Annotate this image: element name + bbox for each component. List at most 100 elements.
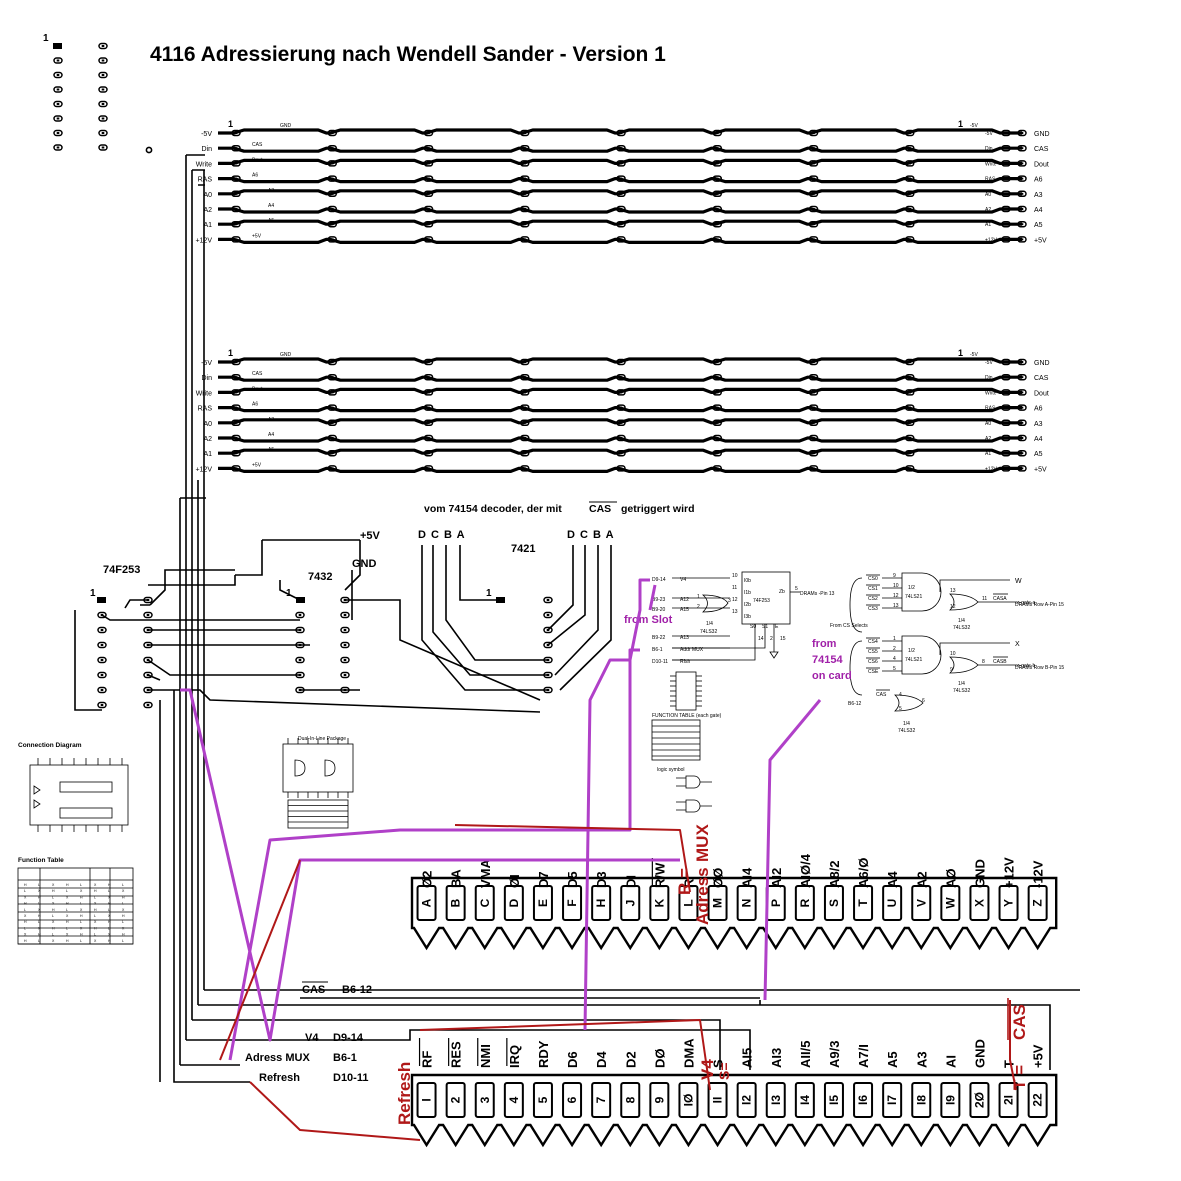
bank-pad xyxy=(1001,220,1011,228)
pad-hole xyxy=(715,132,719,134)
and-gate-bottom-name: 74LS21 xyxy=(905,657,922,663)
or-bot-p1: 5 xyxy=(899,706,902,712)
bank-right-inner-6: A1 xyxy=(985,451,991,457)
chip-wire-12 xyxy=(101,614,300,621)
bank-pad xyxy=(905,190,915,198)
pad-hole xyxy=(908,238,912,241)
bank-pad xyxy=(1001,129,1011,137)
undefined-name: 74LS32 xyxy=(953,688,970,694)
pad-hole xyxy=(812,208,815,210)
bank-pin1: 1 xyxy=(228,119,233,129)
pad-hole xyxy=(234,238,238,241)
dip-package-label: Dual-In-Line Package xyxy=(298,736,346,742)
edgeTop-label-15: A6/Ø xyxy=(856,858,871,888)
edge-connector-bottom: IRF2RES3NMI4IRQ5RDY6D67D48D29DØIØDMAIISI… xyxy=(410,1038,1058,1148)
mux-s0: S0 xyxy=(750,624,756,630)
bank-pad xyxy=(423,205,434,213)
edgeTop-label-17: A2 xyxy=(914,871,929,888)
bank-pad xyxy=(520,373,530,381)
chip-wire-18 xyxy=(345,599,541,701)
bank-pad xyxy=(808,205,819,213)
pad-hole xyxy=(1020,467,1024,470)
edgeTop-pin-15: T xyxy=(856,899,870,907)
edgeBot-pin-18: I9 xyxy=(943,1095,957,1105)
bank-left-label-3: RAS xyxy=(198,177,213,184)
chip-wire-1 xyxy=(432,545,548,676)
annotation-refresh: Refresh xyxy=(395,1062,414,1125)
pad-hole xyxy=(1020,223,1024,226)
edgeTop-label-20: +12V xyxy=(1002,857,1017,888)
f253-pad xyxy=(97,671,107,679)
bank-inner-label-1: CAS xyxy=(252,142,263,148)
socket-pad xyxy=(53,57,63,64)
bank-pad xyxy=(1001,144,1011,152)
chip-f253-pin1: 1 xyxy=(90,588,96,599)
pad-hole xyxy=(234,192,238,195)
chip-area xyxy=(74,540,612,713)
bank-pad xyxy=(712,236,722,243)
or-name: 74LS32 xyxy=(700,629,717,635)
bank-pad xyxy=(423,449,434,457)
bank-left-label-6: A1 xyxy=(203,451,212,458)
pad-hole xyxy=(330,452,334,455)
bank-pad xyxy=(231,358,241,366)
bank-pad xyxy=(808,190,819,198)
edgeBot-label-0: RF xyxy=(420,1051,435,1068)
b612-logic-label: B6-12 xyxy=(848,701,862,707)
wire-refresh-label: Refresh xyxy=(259,1072,300,1084)
edgeBot-label-10: S xyxy=(711,1059,726,1068)
from-slot-label: from Slot xyxy=(624,614,673,626)
chip-7421-label: 7421 xyxy=(511,543,535,555)
ft-cell: L xyxy=(80,939,82,943)
pad-hole xyxy=(715,437,719,439)
or-bot-quarter: 1/4 xyxy=(903,721,910,727)
bank-pad xyxy=(423,129,434,137)
edgeTop-contact-18 xyxy=(940,885,961,921)
x-line xyxy=(939,642,1010,655)
edgeTop-label-4: D7 xyxy=(536,871,551,888)
chip-wire-10 xyxy=(74,610,102,711)
bank-pad xyxy=(423,358,434,366)
pad-hole xyxy=(908,177,912,180)
logic-inner-5: Rfsh xyxy=(680,659,691,665)
bank-pad xyxy=(1001,404,1011,411)
bank-pad xyxy=(712,373,722,381)
edgeBot-label-18: AI xyxy=(943,1055,958,1068)
edgeBot-pin-19: 2Ø xyxy=(972,1092,986,1108)
pad-hole xyxy=(330,147,334,150)
bank-pad xyxy=(423,190,434,198)
decoder-note-cas: CAS xyxy=(589,503,611,515)
pad-hole xyxy=(330,361,334,363)
mux-p13: 13 xyxy=(732,609,738,615)
edgeBot-contact-10 xyxy=(707,1082,728,1118)
f253-pad xyxy=(143,611,153,619)
chip-7432-label: 7432 xyxy=(308,571,332,583)
bank-pad xyxy=(905,434,915,442)
pad-hole xyxy=(523,406,527,409)
ft-cell: L xyxy=(38,920,40,924)
pad-hole xyxy=(908,223,912,226)
f253-pad xyxy=(97,686,107,694)
mux-out: Zb xyxy=(779,589,785,595)
ft-cell: H xyxy=(38,895,41,899)
bank-pad xyxy=(231,449,241,457)
bank-pad xyxy=(423,419,434,427)
bank-pad xyxy=(808,236,819,243)
edgeBot-contact-2 xyxy=(474,1082,495,1118)
bank-pad xyxy=(1001,373,1011,381)
edgeBot-contact-14 xyxy=(823,1082,844,1118)
pad-hole xyxy=(234,147,238,150)
pad-hole xyxy=(523,223,527,226)
and-gate-top-pin-3: 13 xyxy=(893,603,899,609)
bank-end-pad xyxy=(1017,404,1027,411)
7432-pad xyxy=(295,611,305,619)
edgeBot-contact-20 xyxy=(998,1082,1019,1118)
mux-in0: I0b xyxy=(744,578,751,584)
undefined-name: 74LS32 xyxy=(953,625,970,631)
pad-hole xyxy=(619,437,623,439)
edgeBot-label-5: D6 xyxy=(565,1051,580,1068)
edgeBot-pin-15: I6 xyxy=(856,1095,870,1105)
f253-pad xyxy=(97,611,107,619)
pad-hole xyxy=(56,132,60,134)
